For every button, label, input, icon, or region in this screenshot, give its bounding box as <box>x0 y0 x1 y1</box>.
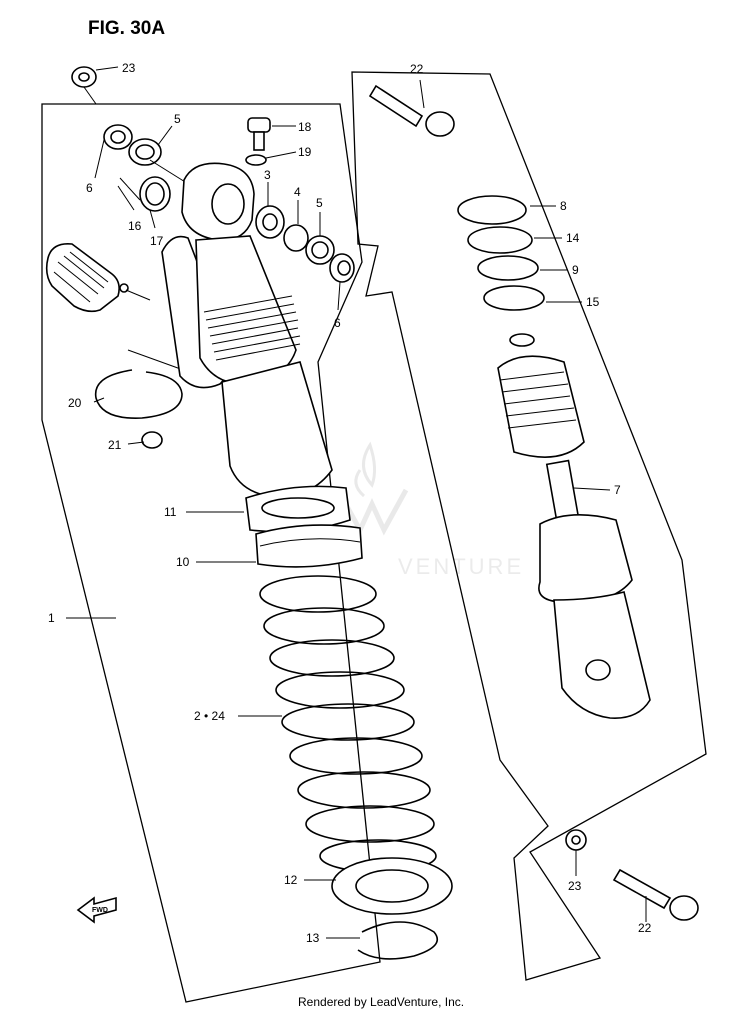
callout-19: 19 <box>298 145 312 159</box>
callout-17: 17 <box>150 234 164 248</box>
callout-23: 23 <box>568 879 582 893</box>
callout-7: 7 <box>614 483 621 497</box>
shock-body <box>161 162 333 498</box>
spring-14 <box>467 226 533 254</box>
fwd-text: FWD <box>92 907 108 914</box>
seal-5-right <box>305 212 335 265</box>
left-frame <box>41 103 381 1003</box>
bolt-22-bottom <box>612 868 699 922</box>
ring-9 <box>477 255 539 281</box>
callout-12: 12 <box>284 873 298 887</box>
footer-credit: Rendered by LeadVenture, Inc. <box>298 995 464 1009</box>
adjuster-nut-10 <box>255 524 363 568</box>
part-21 <box>141 431 163 449</box>
watermark-text: VENTURE <box>398 554 524 579</box>
bearing-16-17 <box>117 176 171 229</box>
figure-title: FIG. 30A <box>88 18 165 39</box>
spring-15 <box>483 285 545 311</box>
clip-13 <box>357 921 439 960</box>
callout-3: 3 <box>264 168 271 182</box>
callout-8: 8 <box>560 199 567 213</box>
callout-14: 14 <box>566 231 580 245</box>
watermark: VENTURE <box>335 441 524 579</box>
callout-22: 22 <box>410 62 424 76</box>
right-frame <box>351 71 707 981</box>
reservoir-cap <box>45 242 151 313</box>
washer-19 <box>245 151 297 166</box>
callout-6: 6 <box>334 316 341 330</box>
leader-lines <box>66 205 611 939</box>
callout-2-24: 2 • 24 <box>194 709 225 723</box>
callout-11: 11 <box>164 505 177 519</box>
damper-rod-7 <box>497 333 651 719</box>
callout-15: 15 <box>586 295 600 309</box>
bushing-3 <box>255 182 285 239</box>
nut-23-top <box>71 66 119 105</box>
bolt-22-top <box>368 79 455 137</box>
callout-9: 9 <box>572 263 579 277</box>
callout-1: 1 <box>48 611 55 625</box>
callout-10: 10 <box>176 555 190 569</box>
callout-21: 21 <box>108 438 122 452</box>
callout-20: 20 <box>68 396 82 410</box>
callout-6: 6 <box>86 181 93 195</box>
callout-23: 23 <box>122 61 136 75</box>
callout-16: 16 <box>128 219 142 233</box>
ring-4 <box>283 200 309 252</box>
fwd-arrow-icon: FWD <box>76 896 117 924</box>
collar-6-right <box>329 253 355 311</box>
callout-18: 18 <box>298 120 312 134</box>
callout-4: 4 <box>294 185 301 199</box>
callout-5: 5 <box>174 112 181 126</box>
spring-seat-12 <box>331 857 453 915</box>
callout-22: 22 <box>638 921 652 935</box>
collar-6-top <box>94 124 133 179</box>
callout-5: 5 <box>316 196 323 210</box>
spring-2-24 <box>259 575 437 873</box>
seal-5-top <box>128 125 191 186</box>
callout-13: 13 <box>306 931 320 945</box>
nut-23-bottom <box>565 829 587 876</box>
stopper-ring-8 <box>457 195 527 225</box>
bolt-18 <box>247 117 296 151</box>
